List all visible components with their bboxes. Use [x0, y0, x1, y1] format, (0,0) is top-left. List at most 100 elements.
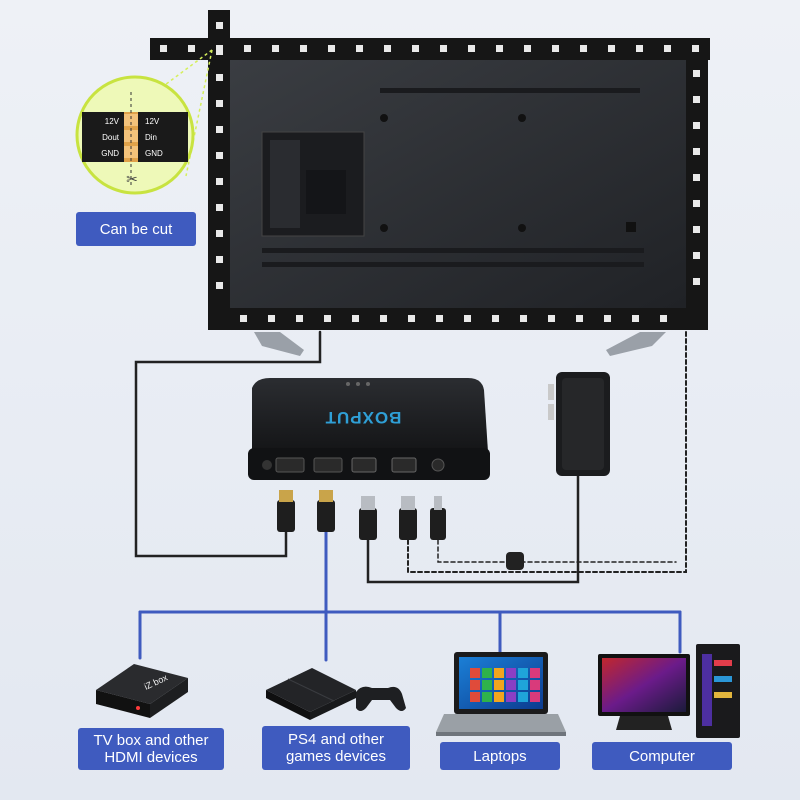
ps4-device [266, 668, 406, 720]
computer-device [598, 644, 740, 738]
led-chip [468, 45, 475, 52]
laptop-screen-tile [506, 680, 516, 690]
laptop-screen-tile [530, 668, 540, 678]
pin-label-left-3: GND [101, 149, 119, 158]
led-chip [216, 100, 223, 107]
laptop-screen-tile [470, 692, 480, 702]
led-chip [693, 70, 700, 77]
led-chip [384, 45, 391, 52]
led-chip [552, 45, 559, 52]
laptop-screen-tile [506, 668, 516, 678]
pin-label-left-2: Dout [102, 133, 120, 142]
led-chip [300, 45, 307, 52]
led-chip [216, 48, 223, 55]
cable-plugs [277, 490, 446, 540]
led-chip [692, 45, 699, 52]
pin-label-right-1: 12V [145, 117, 160, 126]
led-strip [150, 10, 710, 330]
laptop-screen-tile [482, 680, 492, 690]
tvbox-label: TV box and other HDMI devices [78, 728, 224, 770]
led-chip [240, 315, 247, 322]
power-adapter [548, 372, 610, 476]
led-chip [693, 226, 700, 233]
led-chip [188, 45, 195, 52]
led-chip [660, 315, 667, 322]
led-chip [412, 45, 419, 52]
ps4-label: PS4 and other games devices [262, 726, 410, 770]
led-chip [436, 315, 443, 322]
led-chip [216, 74, 223, 81]
laptop-screen-tile [518, 692, 528, 702]
led-chip [356, 45, 363, 52]
tv-stand [254, 332, 666, 356]
led-chip [693, 252, 700, 259]
led-chip [296, 315, 303, 322]
led-chip [693, 148, 700, 155]
strip-zoom-callout: ✂ [75, 49, 213, 195]
can-be-cut-label: Can be cut [76, 212, 196, 246]
led-chip [576, 315, 583, 322]
pin-label-left-1: 12V [105, 117, 120, 126]
led-chip [216, 282, 223, 289]
ps4-label-line1: PS4 and other [288, 731, 384, 748]
led-chip [216, 230, 223, 237]
laptop-screen-tile [530, 692, 540, 702]
led-chip [328, 45, 335, 52]
hub-box [248, 378, 490, 480]
led-chip [216, 178, 223, 185]
ps4-label-line2: games devices [285, 748, 387, 765]
led-chip [268, 315, 275, 322]
led-chips [160, 22, 700, 322]
led-chip [160, 45, 167, 52]
laptop-device [436, 652, 566, 736]
led-chip [464, 315, 471, 322]
laptop-screen-tile [530, 680, 540, 690]
laptop-screen-tile [494, 668, 504, 678]
can-be-cut-text: Can be cut [99, 220, 173, 238]
laptop-screen-tile [470, 680, 480, 690]
led-chip [693, 278, 700, 285]
computer-label-text: Computer [629, 747, 695, 765]
led-chip [216, 204, 223, 211]
led-chip [324, 315, 331, 322]
led-chip [492, 315, 499, 322]
led-chip [664, 45, 671, 52]
tvbox-label-line2: HDMI devices [104, 749, 198, 766]
led-chip [496, 45, 503, 52]
led-chip [216, 152, 223, 159]
led-chip [693, 122, 700, 129]
led-chip [216, 22, 223, 29]
laptop-label-text: Laptops [473, 747, 527, 765]
led-chip [693, 96, 700, 103]
laptop-screen-tile [482, 668, 492, 678]
led-chip [272, 45, 279, 52]
led-chip [244, 45, 251, 52]
led-chip [216, 256, 223, 263]
led-chip [580, 45, 587, 52]
led-chip [380, 315, 387, 322]
tv-back [230, 60, 686, 308]
led-chip [693, 174, 700, 181]
led-chip [216, 126, 223, 133]
laptop-screen-tile [494, 680, 504, 690]
led-chip [520, 315, 527, 322]
pin-label-right-2: Din [145, 133, 157, 142]
laptop-screen-tile [518, 680, 528, 690]
led-chip [548, 315, 555, 322]
cables [134, 330, 687, 662]
tvbox-device [96, 664, 188, 718]
laptop-screen-tile [506, 692, 516, 702]
led-chip [693, 200, 700, 207]
laptop-screen-tile [494, 692, 504, 702]
led-chip [604, 315, 611, 322]
led-chip [524, 45, 531, 52]
led-chip [440, 45, 447, 52]
pin-label-right-3: GND [145, 149, 163, 158]
laptop-label: Laptops [440, 742, 560, 770]
laptop-screen-tile [482, 692, 492, 702]
led-chip [352, 315, 359, 322]
led-chip [408, 315, 415, 322]
hub-brand-text: BOXPUT [325, 408, 402, 427]
led-chip [636, 45, 643, 52]
